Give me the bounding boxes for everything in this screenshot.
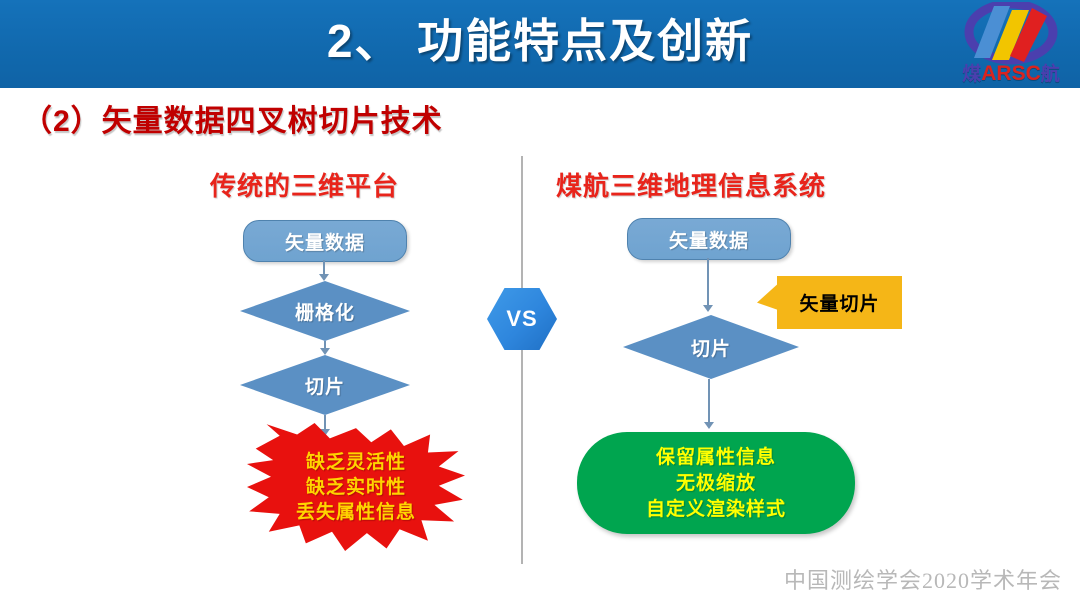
left-result-line-2: 缺乏实时性: [305, 476, 406, 498]
right-node-tile-label: 切片: [690, 338, 731, 360]
left-connector-1: [323, 260, 325, 276]
vs-badge: VS: [487, 288, 557, 350]
left-arrow-2-icon: [320, 348, 330, 355]
callout-body: 矢量切片: [777, 276, 902, 329]
column-divider: [521, 156, 523, 564]
left-result-text: 缺乏灵活性 缺乏实时性 丢失属性信息: [247, 423, 465, 551]
left-arrow-3-icon: [320, 429, 330, 436]
left-arrow-1-icon: [319, 274, 329, 281]
footer-conference-label: 中国测绘学会2020学术年会: [783, 568, 1062, 593]
left-connector-3: [324, 415, 326, 431]
right-node-tile: 切片: [623, 315, 799, 379]
right-arrow-1-icon: [703, 305, 713, 312]
left-node-tile-label: 切片: [304, 376, 345, 398]
arsc-logo: 煤ARSC航: [950, 0, 1072, 88]
logo-wordmark: 煤ARSC航: [950, 59, 1072, 86]
right-column-heading: 煤航三维地理信息系统: [556, 171, 827, 201]
left-result-line-1: 缺乏灵活性: [305, 451, 406, 473]
right-connector-2: [708, 379, 710, 424]
left-node-rasterize: 栅格化: [240, 281, 410, 341]
logo-mark-icon: [964, 0, 1058, 65]
header-band: 2、 功能特点及创新 煤ARSC航: [0, 0, 1080, 88]
vector-tile-callout: 矢量切片: [757, 276, 902, 329]
left-node-rasterize-label: 栅格化: [294, 302, 355, 324]
left-column-heading: 传统的三维平台: [210, 171, 400, 201]
logo-text-en: ARSC: [981, 62, 1041, 85]
right-result-line-3: 自定义渲染样式: [645, 498, 786, 520]
left-result-starburst: 缺乏灵活性 缺乏实时性 丢失属性信息: [247, 423, 465, 551]
right-result-line-1: 保留属性信息: [655, 446, 776, 468]
vs-badge-label: VS: [506, 306, 538, 331]
callout-label: 矢量切片: [799, 294, 880, 315]
left-result-line-3: 丢失属性信息: [295, 501, 416, 523]
right-node-start: 矢量数据: [627, 218, 791, 260]
page-title: 2、 功能特点及创新: [326, 15, 754, 67]
logo-text-cn-right: 航: [1040, 64, 1060, 85]
left-node-start: 矢量数据: [243, 220, 407, 262]
right-result-line-2: 无极缩放: [675, 472, 756, 494]
right-connector-1: [707, 258, 709, 306]
left-connector-2: [324, 341, 326, 349]
right-arrow-2-icon: [704, 422, 714, 429]
logo-text-cn-left: 煤: [962, 64, 982, 85]
right-result-box: 保留属性信息 无极缩放 自定义渲染样式: [577, 432, 855, 534]
left-node-tile: 切片: [240, 355, 410, 415]
section-subtitle: （2）矢量数据四叉树切片技术: [22, 105, 443, 138]
